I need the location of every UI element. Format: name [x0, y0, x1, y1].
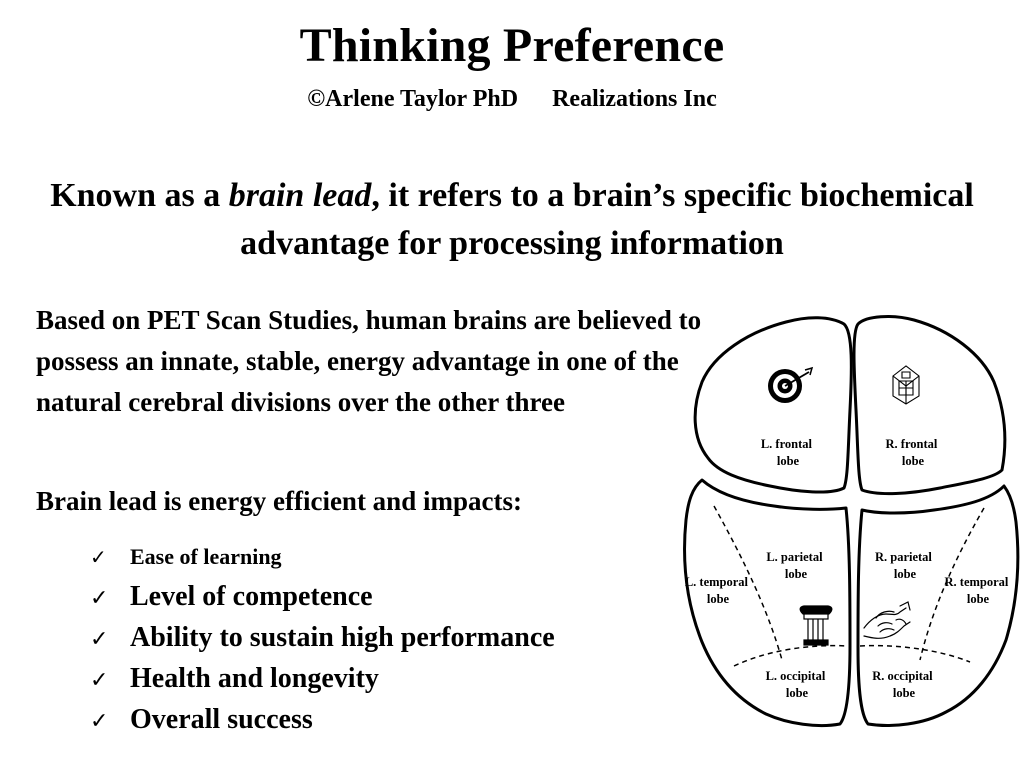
left-occipital-division [733, 644, 849, 667]
impacts-checklist: ✓ Ease of learning ✓ Level of competence ✓… [90, 538, 555, 740]
l-parietal-label: L. parietal lobe [766, 550, 825, 581]
list-item: ✓ Health and longevity [90, 658, 555, 699]
r-parietal-label: R. parietal lobe [875, 550, 935, 581]
list-item-label: Ease of learning [130, 544, 282, 569]
handshake-icon [863, 601, 911, 639]
pet-scan-paragraph: Based on PET Scan Studies, human brains … [36, 305, 702, 417]
checkmark-icon: ✓ [90, 668, 109, 693]
lead-statement: Known as a brain lead, it refers to a br… [40, 172, 984, 268]
organization-credit: Realizations Inc [552, 86, 717, 112]
target-icon [768, 366, 814, 403]
lead-text-end: , it refers to a brain’s specific bioche… [240, 177, 974, 262]
list-item-label: Health and longevity [130, 663, 379, 694]
right-occipital-division [859, 644, 971, 663]
list-item-label: Overall success [130, 704, 313, 735]
author-credit: ©Arlene Taylor PhD [307, 86, 519, 112]
left-posterior-outline [683, 478, 852, 728]
right-temporal-division [919, 507, 985, 661]
r-temporal-label: R. temporal lobe [945, 575, 1012, 606]
right-frontal-lobe-outline [852, 315, 1007, 496]
left-frontal-lobe-outline [693, 316, 853, 494]
l-temporal-label: L. temporal lobe [685, 575, 751, 606]
cube-icon [892, 365, 920, 405]
list-item: ✓ Ease of learning [90, 538, 555, 576]
list-item: ✓ Ability to sustain high performance [90, 617, 555, 658]
page-title: Thinking Preference [299, 19, 725, 72]
checkmark-icon: ✓ [90, 586, 109, 611]
list-item: ✓ Overall success [90, 699, 555, 740]
checkmark-icon: ✓ [90, 709, 109, 734]
r-occipital-label: R. occipital lobe [872, 669, 936, 700]
list-item: ✓ Level of competence [90, 576, 555, 617]
r-frontal-label: R. frontal lobe [886, 437, 941, 468]
checkmark-icon: ✓ [90, 545, 107, 569]
checkmark-icon: ✓ [90, 627, 109, 652]
lead-text-start: Known as a [50, 177, 229, 214]
list-item-label: Level of competence [130, 581, 373, 612]
list-item-label: Ability to sustain high performance [130, 622, 555, 653]
lead-emphasis: brain lead [228, 177, 372, 214]
l-occipital-label: L. occipital lobe [766, 669, 829, 700]
impacts-heading: Brain lead is energy efficient and impac… [36, 486, 522, 516]
brain-diagram: L. frontal lobe R. frontal lobe L. parie… [683, 315, 1020, 728]
column-icon [799, 605, 833, 646]
byline: ©Arlene Taylor PhD Realizations Inc [0, 86, 1024, 113]
l-frontal-label: L. frontal lobe [761, 437, 815, 468]
right-posterior-outline [856, 484, 1020, 727]
left-temporal-division [713, 505, 783, 661]
